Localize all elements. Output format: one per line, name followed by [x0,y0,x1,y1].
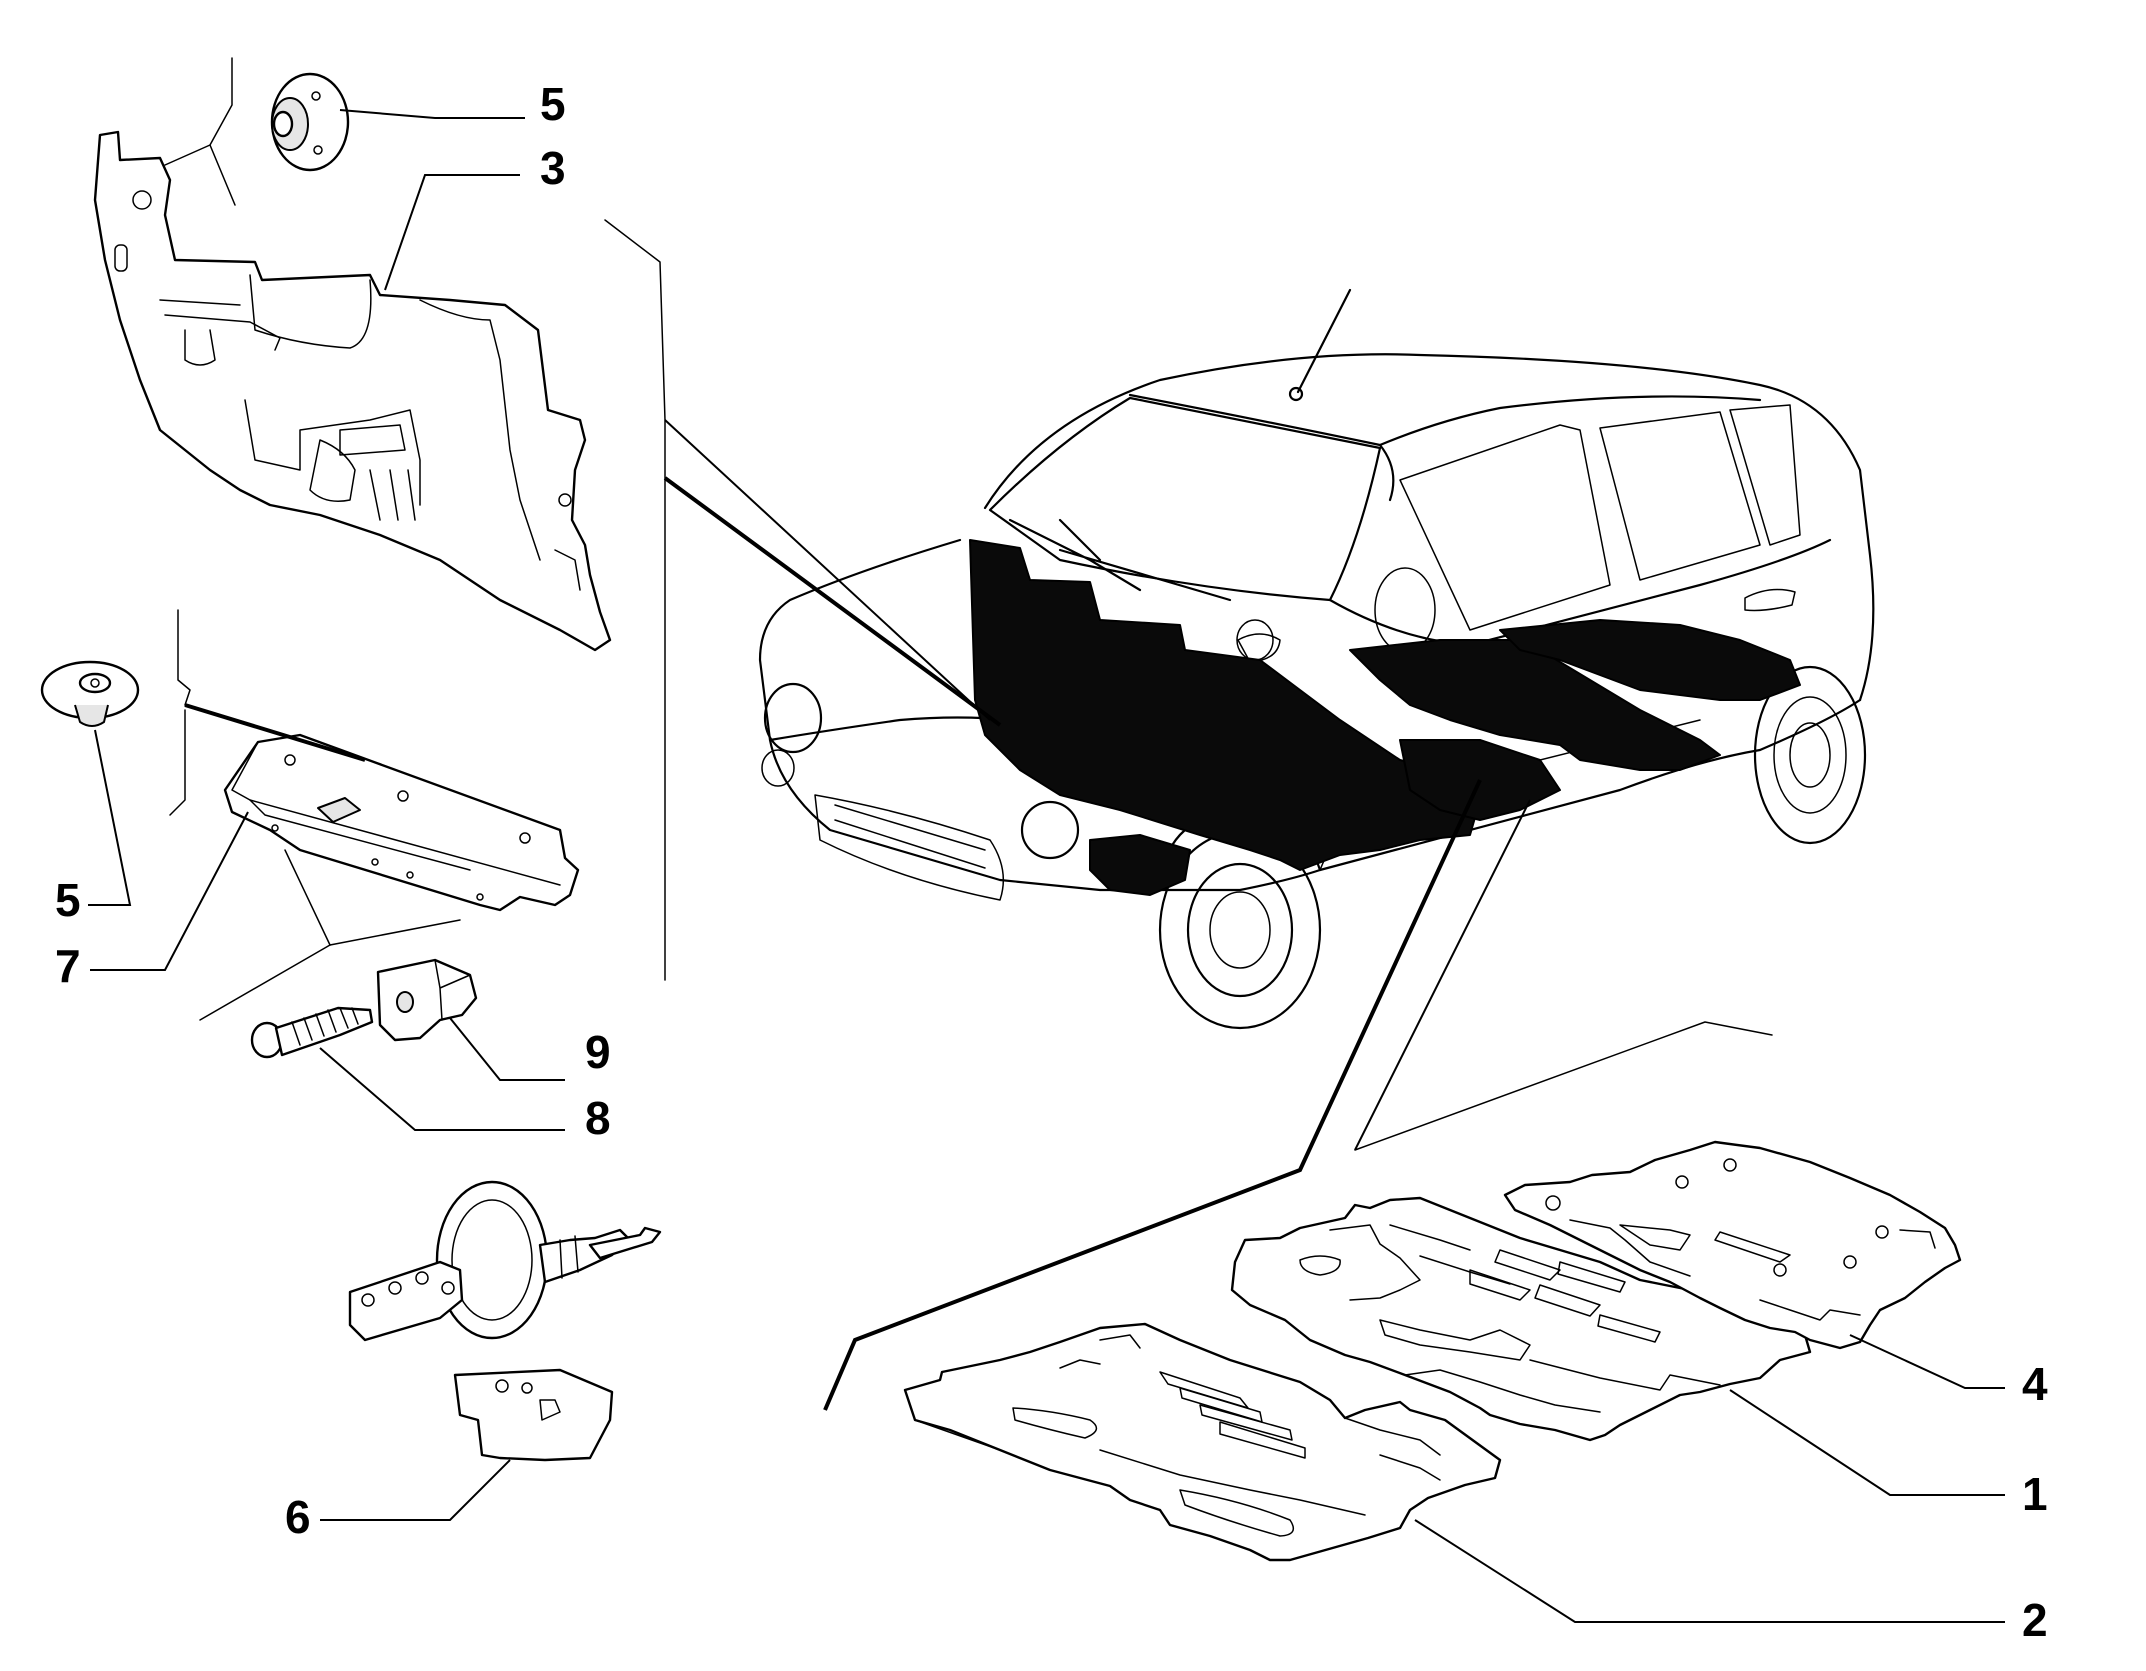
firewall-insulation-panel [93,130,612,652]
callout-3: 3 [540,142,566,194]
callout-6: 6 [285,1491,311,1543]
callout-1: 1 [2022,1468,2048,1520]
callout-2: 2 [2022,1594,2048,1646]
callout-5-mid: 5 [55,874,81,926]
callout-labels: 5 3 5 7 9 8 6 4 1 2 [55,78,2048,1646]
centre-floor-insulation [1230,1196,1812,1442]
clip-nut [376,958,478,1042]
callout-4: 4 [2022,1358,2048,1410]
front-floor-insulation [903,1322,1502,1562]
retaining-clip-mid [40,660,140,727]
support-bracket [223,733,580,912]
callout-8: 8 [585,1092,611,1144]
callout-5-top: 5 [540,78,566,130]
retaining-clip-top [270,72,350,172]
guide-lines [164,57,1773,1411]
fastening-screw [250,1006,374,1059]
callout-leaders [88,109,2005,1623]
rear-floor-insulation [1503,1140,1962,1350]
vehicle-illustration [758,288,1875,1030]
booster-insulation-pad [453,1368,614,1462]
brake-booster-assembly [348,1180,662,1342]
callout-9: 9 [585,1026,611,1078]
callout-7: 7 [55,940,81,992]
